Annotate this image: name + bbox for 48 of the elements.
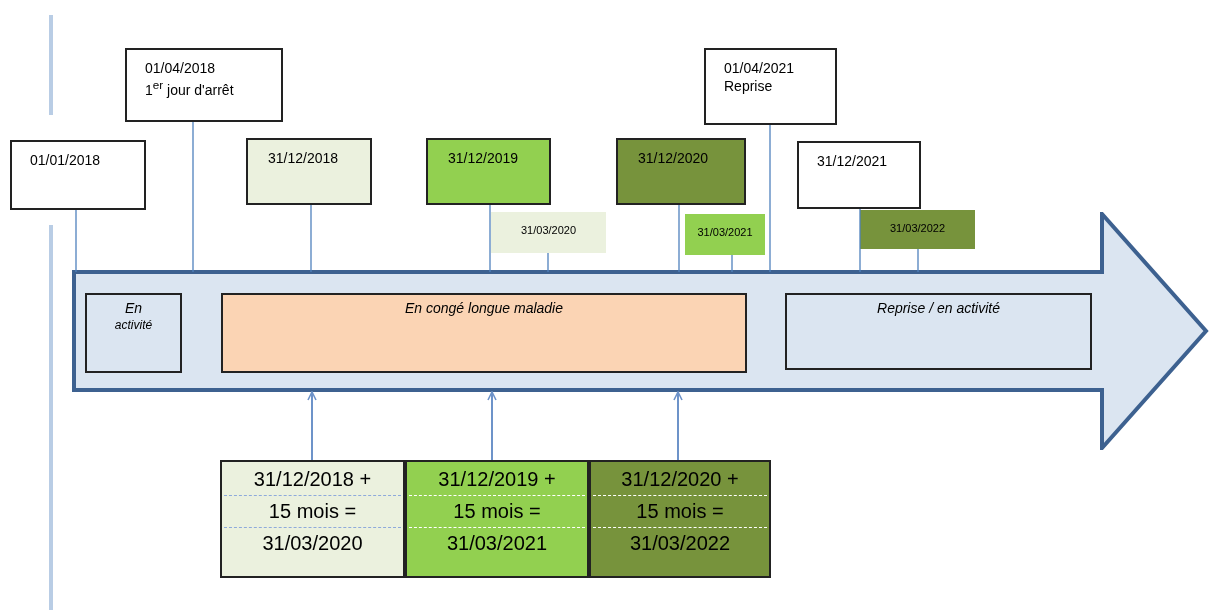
arrow: [487, 391, 497, 461]
event-label: 1$^{er}$ jour d'arrêt: [145, 77, 235, 99]
date-label: 31/12/2020: [638, 150, 710, 168]
connector-line: [769, 124, 771, 273]
date-label: 01/04/2021: [724, 60, 796, 78]
date-label: 31/03/2020: [519, 224, 578, 238]
connector-line: [547, 252, 549, 273]
phase-label: En: [123, 300, 144, 318]
date-label: 01/04/2018: [145, 60, 217, 78]
date-box: [685, 214, 765, 255]
date-box: [616, 138, 746, 205]
date-label: 31/12/2021: [817, 153, 889, 171]
phase-label: activité: [113, 317, 154, 333]
phase-box: [85, 293, 182, 373]
calculation-box: [589, 460, 771, 578]
connector-line: [489, 204, 491, 273]
date-label: 31/12/2018: [268, 150, 340, 168]
calculation-text: 31/12/2018 + 15 mois = 31/03/2020: [252, 467, 373, 556]
date-box: [797, 141, 921, 209]
phase-label: Reprise / en activité: [876, 300, 1001, 318]
connector-line: [917, 248, 919, 273]
phase-label: En congé longue maladie: [404, 300, 564, 318]
arrow: [307, 391, 317, 461]
calculation-text: 31/12/2019 + 15 mois = 31/03/2021: [437, 467, 557, 556]
date-label: 01/01/2018: [30, 152, 102, 170]
phase-box: [221, 293, 747, 373]
date-label: 31/03/2021: [696, 226, 754, 240]
calculation-text: 31/12/2020 + 15 mois = 31/03/2022: [620, 467, 740, 556]
date-box: [10, 140, 146, 210]
date-label: 31/12/2019: [448, 150, 520, 168]
connector-line: [75, 209, 77, 273]
date-box: [704, 48, 837, 125]
date-box: [491, 212, 606, 253]
date-box: [246, 138, 372, 205]
calculation-box: [220, 460, 405, 578]
connector-line: [678, 204, 680, 273]
arrow: [673, 391, 683, 461]
date-box: [426, 138, 551, 205]
event-label: Reprise: [724, 77, 774, 95]
date-box: [125, 48, 283, 122]
date-box: [860, 210, 975, 249]
connector-line: [859, 208, 861, 273]
connector-line: [192, 121, 194, 273]
phase-box: [785, 293, 1092, 370]
date-label: 31/03/2022: [888, 222, 947, 236]
connector-line: [731, 254, 733, 273]
calculation-box: [405, 460, 589, 578]
connector-line: [310, 204, 312, 273]
